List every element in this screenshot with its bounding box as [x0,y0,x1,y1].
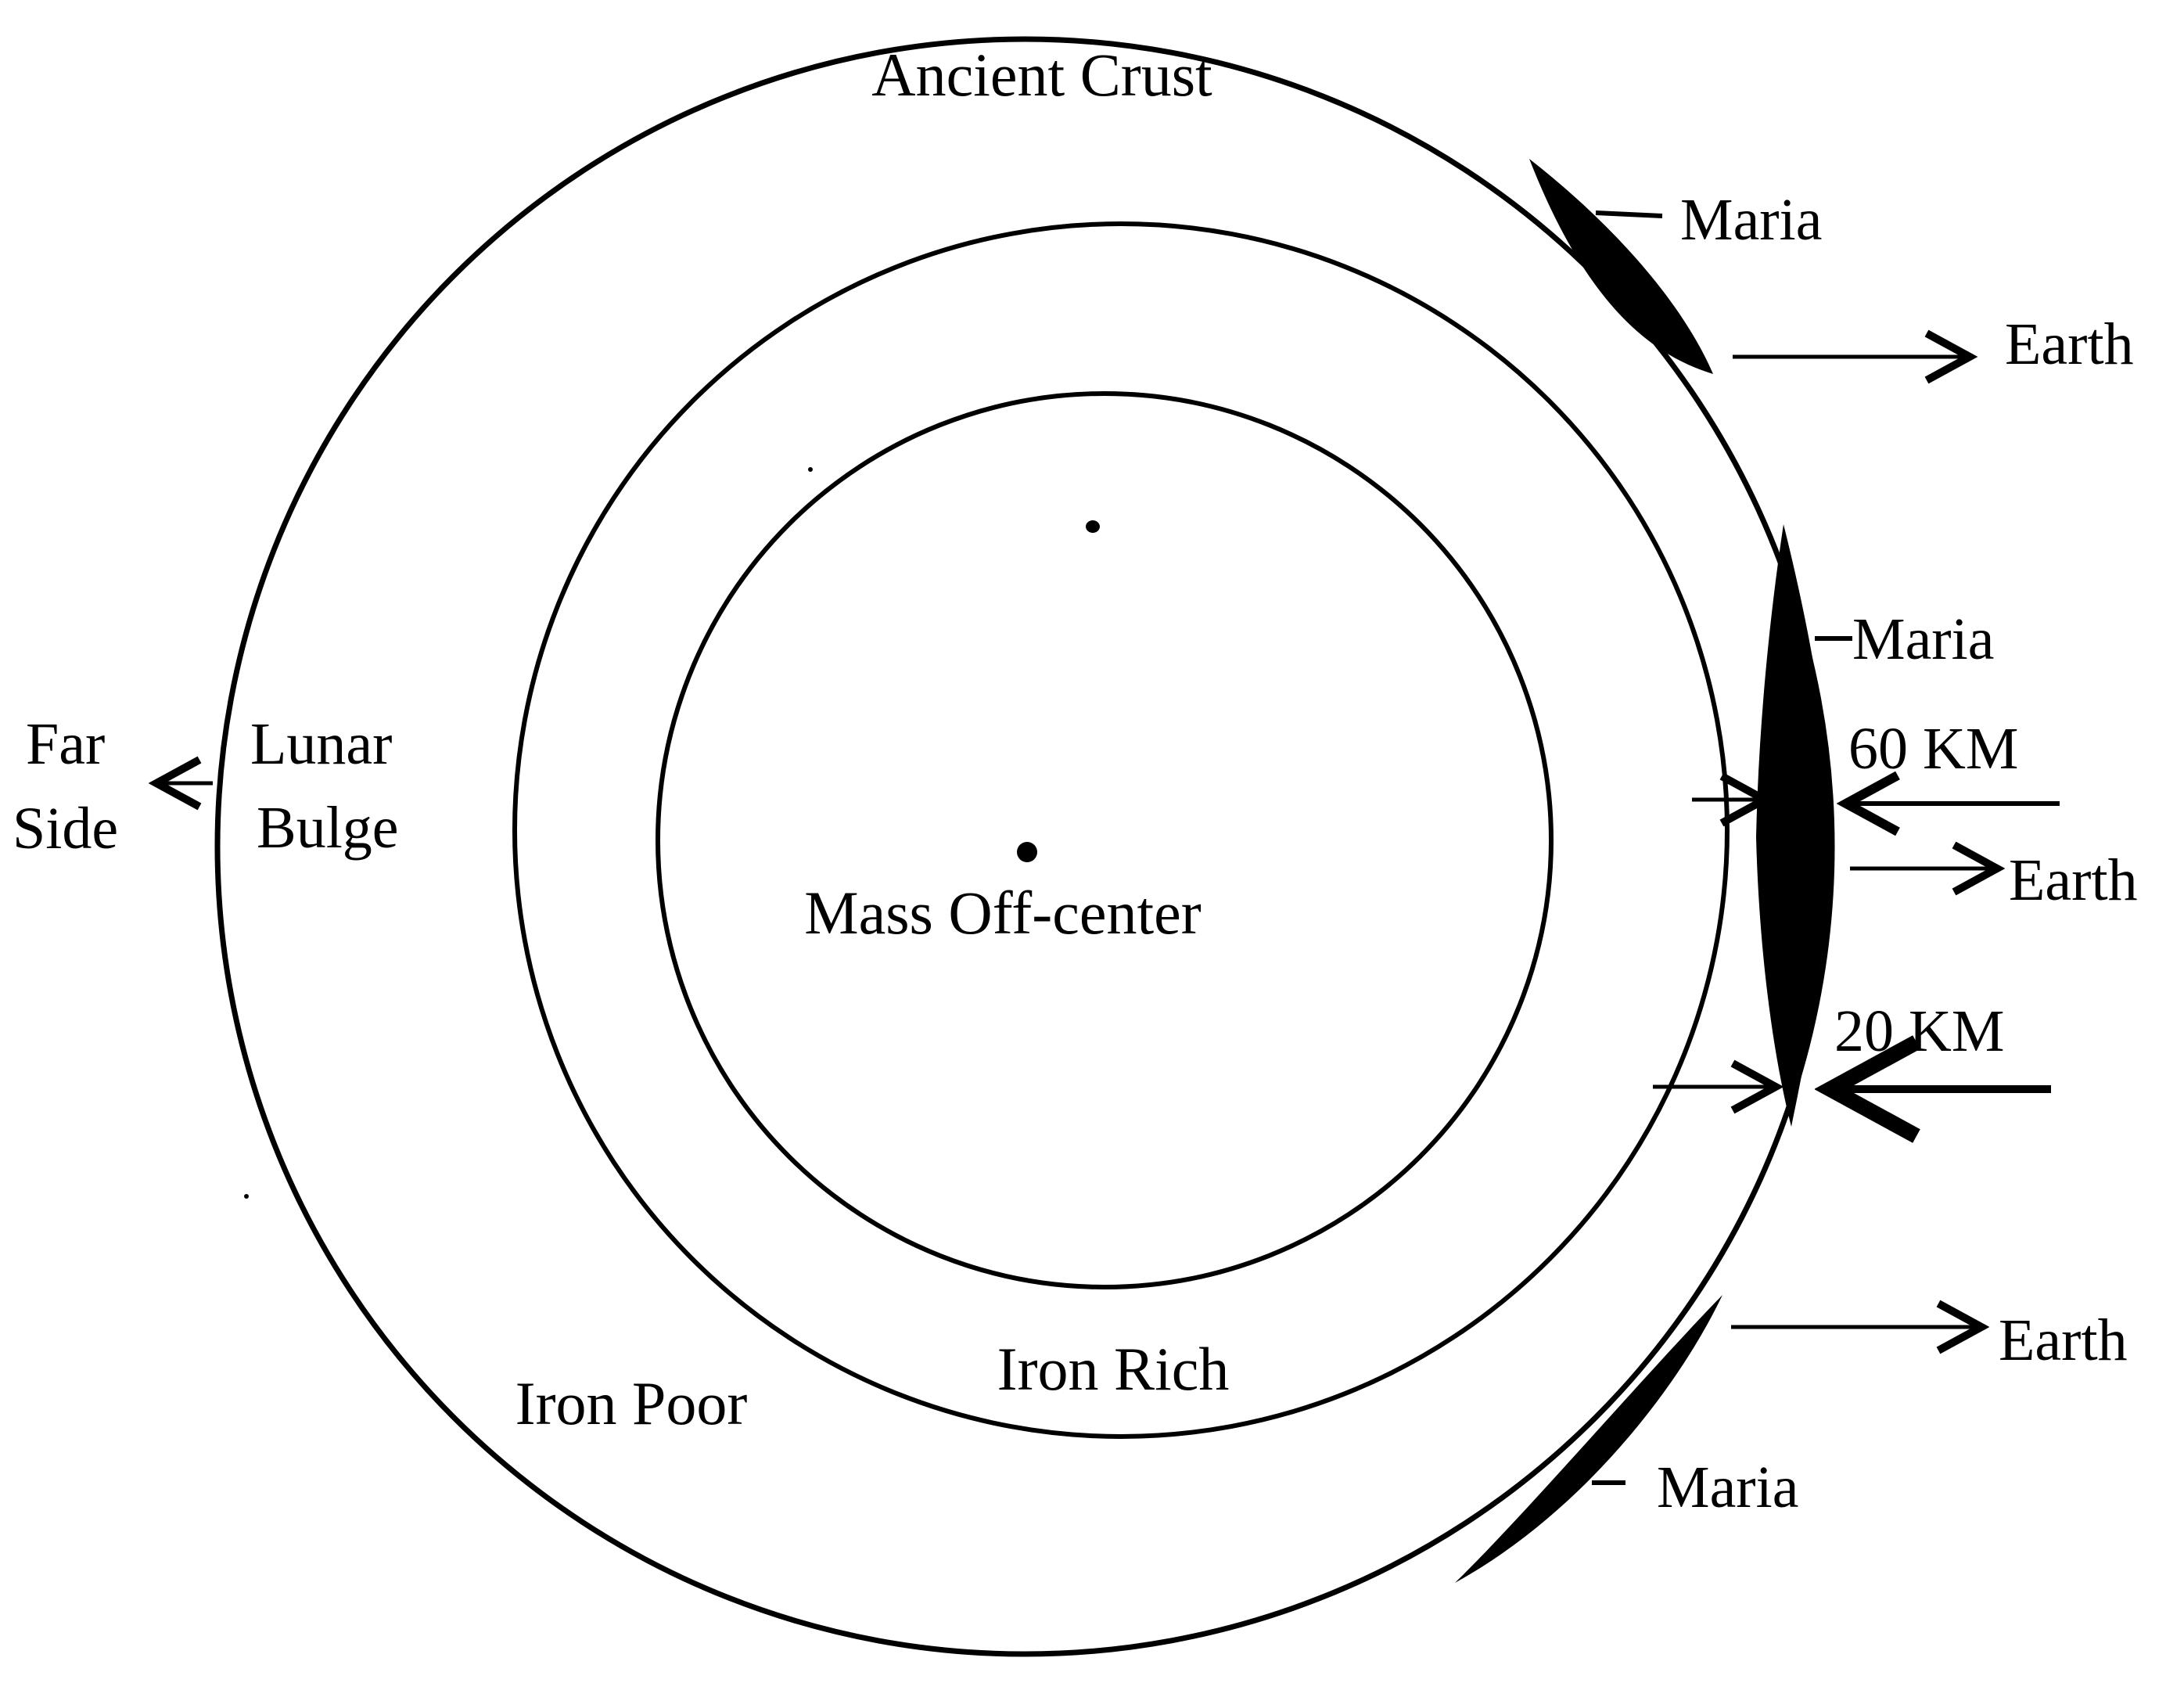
iron-rich-boundary-circle [515,224,1727,1437]
label-earth-mid: Earth [2009,847,2138,913]
speck [808,467,813,472]
label-60-km: 60 KM [1848,716,2018,782]
label-earth-bottom: Earth [1999,1307,2128,1373]
label-maria-top: Maria [1680,187,1822,253]
label-maria-mid: Maria [1852,606,1994,672]
inner-core-circle [658,394,1551,1287]
maria-top-leader [1596,213,1662,216]
label-mass-off-center: Mass Off-center [804,879,1202,947]
label-ancient-crust: Ancient Crust [871,41,1212,109]
maria-bottom-lens [1455,1295,1722,1583]
label-iron-poor: Iron Poor [515,1369,748,1437]
label-far: Far [26,711,105,777]
label-side: Side [13,796,118,861]
label-lunar: Lunar [250,711,392,777]
center-of-figure-dot [1086,520,1100,533]
speck [244,1194,249,1199]
label-20-km: 20 KM [1834,998,2004,1064]
label-iron-rich: Iron Rich [997,1335,1230,1403]
center-of-mass-dot [1017,842,1037,862]
label-maria-bottom: Maria [1657,1455,1798,1520]
label-bulge: Bulge [257,795,399,861]
maria-mid-lens [1756,524,1832,1127]
label-earth-top: Earth [2005,311,2134,377]
